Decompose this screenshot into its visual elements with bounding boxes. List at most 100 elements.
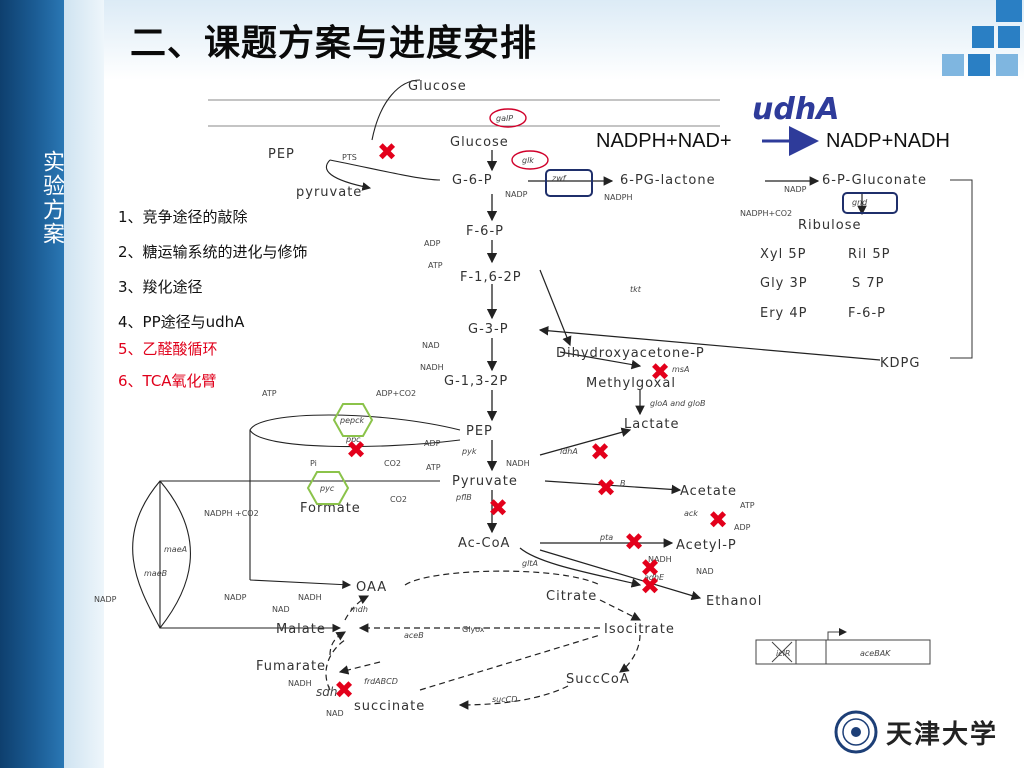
strategy-item-5: 5、乙醛酸循环 — [118, 340, 218, 358]
knockout-pflb-mark: ✖ — [488, 494, 508, 522]
knockout-poxb-mark: ✖ — [596, 474, 616, 502]
enz-gnd: gnd — [852, 198, 868, 207]
deco-square — [996, 0, 1022, 22]
met-ril5p: Ril 5P — [848, 247, 891, 262]
university-seal-icon — [834, 710, 878, 758]
enz-zwf: zwf — [551, 174, 567, 183]
met-pyruvate-top: pyruvate — [296, 185, 362, 200]
strategy-item-6: 6、TCA氧化臂 — [118, 372, 217, 390]
met-fumarate: Fumarate — [256, 659, 326, 674]
udha-product: NADP+NADH — [826, 130, 950, 152]
enz-mdh: mdh — [350, 605, 368, 614]
cof-nadh-1: NADH — [420, 363, 444, 372]
operon-gene-2: aceBAK — [860, 649, 891, 658]
met-accoa: Ac-CoA — [458, 536, 510, 551]
tca-arc-oaa-citrate — [404, 570, 601, 586]
enz-adhe: adhE — [644, 573, 665, 582]
udha-title: udhA — [752, 92, 840, 127]
enz-msa: msA — [672, 365, 689, 374]
enz-maeb: maeB — [144, 569, 167, 578]
strategy-item-3: 3、羧化途径 — [118, 278, 203, 296]
gnd-box — [842, 192, 898, 214]
met-pep-top: PEP — [268, 147, 295, 162]
met-xyl5p: Xyl 5P — [760, 247, 806, 262]
enz-poxb: B — [620, 479, 626, 488]
met-lactate: Lactate — [624, 417, 680, 432]
enz-frdabcd: frdABCD — [364, 677, 398, 686]
cof-nadph-co2-2: NADPH +CO2 — [204, 509, 259, 518]
enz-ppc: ppc — [345, 435, 361, 444]
met-methylglyoxal: Methylgoxal — [586, 376, 676, 391]
cof-adp-co2: ADP+CO2 — [376, 389, 416, 398]
cof-nadh-5: NADH — [288, 679, 312, 688]
pts-import — [371, 79, 421, 141]
pepck-hexagon — [332, 403, 374, 437]
cof-nadh-3: NADH — [648, 555, 672, 564]
tca-arc-succcoa-succinate — [458, 685, 569, 710]
operon-gene-1: iclR — [776, 649, 790, 658]
udha-reactant: NADPH+NAD+ — [596, 130, 732, 152]
met-f16p: F-1,6-2P — [460, 270, 522, 285]
enz-galp: galP — [496, 114, 513, 123]
enz-maea: maeA — [164, 545, 187, 554]
met-formate: Formate — [300, 501, 361, 516]
frd-arrow — [338, 661, 381, 675]
met-pep: PEP — [466, 424, 493, 439]
enz-pflb: pflB — [455, 493, 472, 502]
cof-glyox: Glyox — [462, 625, 485, 634]
deco-square — [996, 54, 1018, 76]
university-logo-text: 天津大学 — [886, 720, 999, 750]
cof-atp-1: ATP — [428, 261, 443, 270]
met-f6p-right: F-6-P — [848, 306, 886, 321]
met-ery4p: Ery 4P — [760, 306, 808, 321]
cof-nadh-2: NADH — [506, 459, 530, 468]
met-f6p: F-6-P — [466, 224, 504, 239]
met-pgluconate: 6-P-Gluconate — [822, 173, 927, 188]
met-kdpg: KDPG — [880, 356, 920, 371]
knockout-ppc-mark: ✖ — [346, 436, 366, 464]
arrow-dhap-mgo — [559, 351, 642, 370]
enz-sdh: sdh — [316, 685, 337, 699]
enz-pta: pta — [599, 533, 613, 542]
enz-pyk: pyk — [461, 447, 477, 456]
operon-promoter — [827, 628, 847, 640]
met-citrate: Citrate — [546, 589, 597, 604]
title-band — [104, 0, 1024, 80]
enz-glta: gltA — [522, 559, 538, 568]
arrow-accoa-citrate — [519, 547, 642, 588]
met-pgl: 6-PG-lactone — [620, 173, 716, 188]
cof-nadp-4: NADP — [224, 593, 247, 602]
galp-highlight — [489, 108, 527, 128]
enz-ack: ack — [684, 509, 698, 518]
met-g3p: G-3-P — [468, 322, 509, 337]
pyc-hexagon — [306, 471, 350, 505]
knockout-sdh-mark: ✖ — [334, 676, 354, 704]
met-glucose-out: Glucose — [408, 79, 467, 94]
knockout-ack-mark: ✖ — [708, 506, 728, 534]
cof-pi: Pi — [310, 459, 317, 468]
knockout-pta-mark: ✖ — [624, 528, 644, 556]
knockout-ldha-mark: ✖ — [590, 438, 610, 466]
knockout-adhe2-mark: ✖ — [640, 572, 660, 600]
arrow-accoa-ethanol — [539, 549, 702, 601]
deco-square — [942, 54, 964, 76]
pep-oaa-loop — [249, 414, 461, 448]
met-succcoa: SuccCoA — [566, 672, 630, 687]
pts-curve — [329, 159, 441, 181]
strategy-item-4: 4、PP途径与udhA — [118, 313, 245, 331]
tca-arc-succinate-fumarate — [325, 639, 346, 691]
pts-curve-2 — [325, 159, 372, 191]
knockout-pts-mark: ✖ — [377, 138, 397, 166]
met-oaa: OAA — [356, 580, 387, 595]
enz-succd: sucCD — [492, 695, 517, 704]
cof-atp-4: ATP — [740, 501, 755, 510]
glk-highlight — [511, 150, 549, 170]
knockout-msa-mark: ✖ — [650, 358, 670, 386]
zwf-box — [545, 169, 593, 197]
cof-pts: PTS — [342, 153, 357, 162]
sidebar-band — [0, 0, 64, 768]
met-dhap: Dihydroxyacetone-P — [556, 346, 705, 361]
enz-tkt: tkt — [630, 285, 642, 294]
cof-nadp-1: NADP — [505, 190, 528, 199]
